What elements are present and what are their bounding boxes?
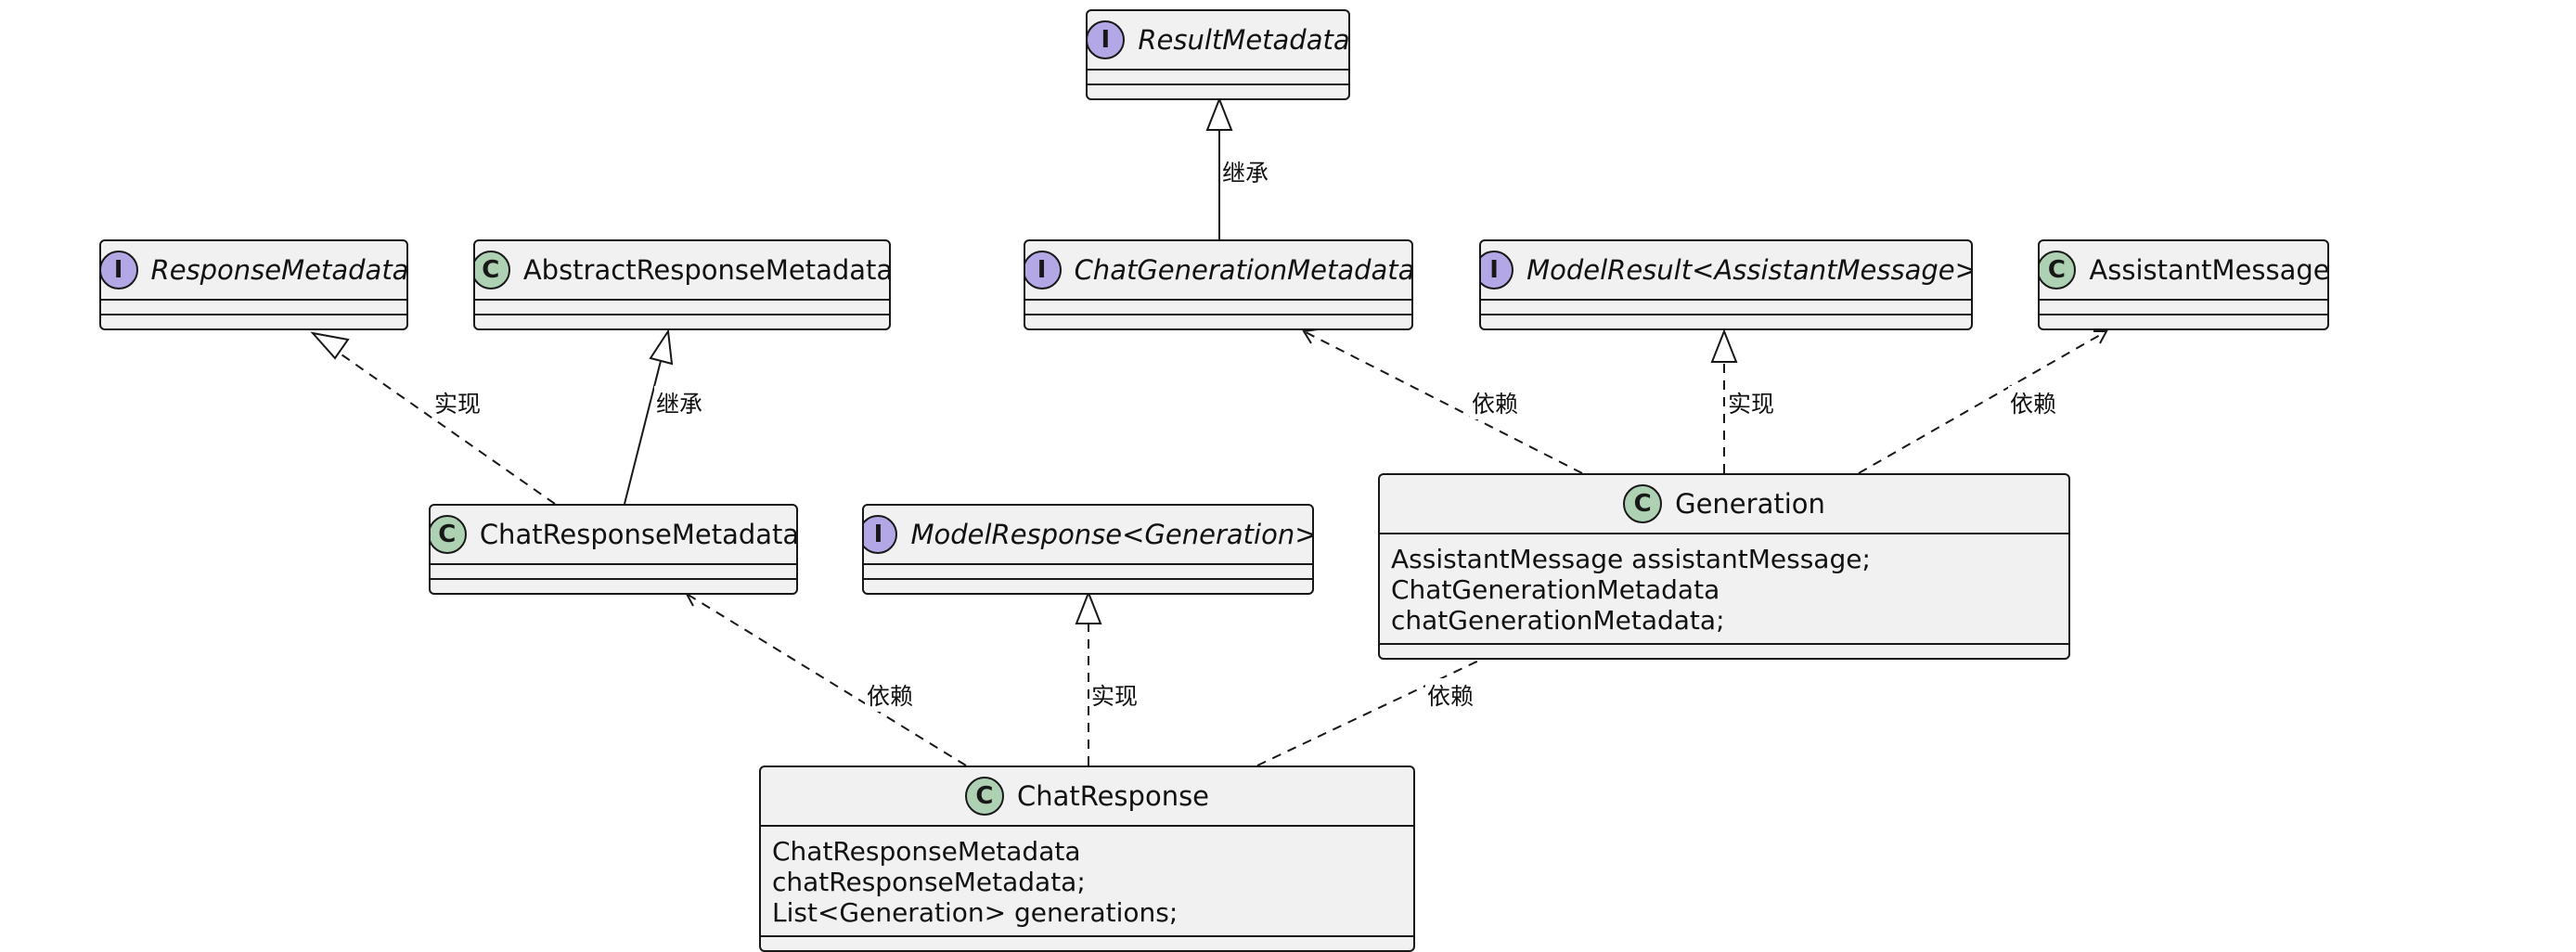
edge-label-inherit: 继承	[1220, 155, 1271, 188]
edge-label-depend: 依赖	[1425, 678, 1476, 712]
class-attribute: AssistantMessage assistantMessage;	[1391, 544, 1871, 574]
inherit-arrowhead	[1205, 96, 1233, 131]
realize-arrowhead	[1075, 590, 1102, 624]
methods-section	[1380, 643, 2068, 658]
class-name: ChatGenerationMetadata	[1074, 254, 1413, 286]
fields-section	[1481, 299, 1971, 314]
interface-icon: I	[101, 251, 138, 289]
interface-icon: I	[1481, 251, 1514, 289]
class-header: I ChatGenerationMetadata	[1025, 241, 1411, 299]
fields-section	[1088, 69, 1348, 84]
fields-section	[864, 563, 1312, 578]
class-header: C ChatResponse	[761, 767, 1413, 825]
class-icon: C	[1623, 484, 1663, 523]
class-icon: C	[475, 251, 510, 289]
methods-section	[864, 578, 1312, 593]
class-name: ChatResponseMetadata	[479, 519, 798, 550]
class-name: Generation	[1675, 488, 1825, 520]
class-header: C Generation	[1380, 475, 2068, 533]
fields-section: ChatResponseMetadata chatResponseMetadat…	[761, 825, 1413, 935]
class-box-result-metadata[interactable]: I ResultMetadata	[1086, 9, 1350, 100]
class-name: ModelResult<AssistantMessage>	[1526, 254, 1973, 286]
edge-generation-assistantmessage	[1858, 330, 2107, 474]
edge-chatrespmeta-respmeta	[338, 352, 556, 505]
edge-chatresponse-generation	[1256, 622, 1560, 766]
class-box-chat-response-metadata[interactable]: C ChatResponseMetadata	[429, 504, 798, 595]
depend-arrowhead	[2093, 330, 2108, 344]
edge-generation-chatgenmeta	[1303, 330, 1583, 474]
class-box-assistant-message[interactable]: C AssistantMessage	[2038, 239, 2329, 330]
methods-section	[431, 578, 796, 593]
edge-label-inherit: 继承	[654, 386, 705, 419]
class-name: AssistantMessage	[2089, 254, 2329, 286]
fields-section	[1025, 299, 1411, 314]
class-header: C AbstractResponseMetadata	[475, 241, 889, 299]
class-icon: C	[431, 515, 467, 554]
edge-label-depend: 依赖	[2008, 386, 2059, 419]
class-header: C AssistantMessage	[2040, 241, 2327, 299]
class-box-generation[interactable]: C Generation AssistantMessage assistantM…	[1378, 473, 2070, 660]
fields-section	[475, 299, 889, 314]
class-icon: C	[964, 777, 1004, 816]
fields-section	[431, 563, 796, 578]
class-box-response-metadata[interactable]: I ResponseMetadata	[99, 239, 408, 330]
fields-section	[2040, 299, 2327, 314]
class-header: C ChatResponseMetadata	[431, 506, 796, 563]
class-name: AbstractResponseMetadata	[522, 254, 891, 286]
class-name: ModelResponse<Generation>	[910, 519, 1314, 550]
class-header: I ModelResult<AssistantMessage>	[1481, 241, 1971, 299]
methods-section	[761, 935, 1413, 950]
depend-arrowhead	[1302, 328, 1319, 344]
edge-chatresponse-chatrespmeta	[686, 593, 967, 766]
fields-section: AssistantMessage assistantMessage; ChatG…	[1380, 533, 2068, 643]
class-box-abstract-response-metadata[interactable]: C AbstractResponseMetadata	[473, 239, 891, 330]
interface-icon: I	[1025, 251, 1062, 289]
class-box-chat-response[interactable]: C ChatResponse ChatResponseMetadata chat…	[759, 765, 1415, 952]
class-header: I ResultMetadata	[1088, 11, 1348, 69]
methods-section	[1088, 84, 1348, 98]
methods-section	[1025, 314, 1411, 328]
methods-section	[101, 314, 406, 328]
class-header: I ModelResponse<Generation>	[864, 506, 1312, 563]
class-box-chat-generation-metadata[interactable]: I ChatGenerationMetadata	[1024, 239, 1413, 330]
class-attribute: ChatResponseMetadata chatResponseMetadat…	[772, 836, 1086, 897]
fields-section	[101, 299, 406, 314]
class-box-model-result[interactable]: I ModelResult<AssistantMessage>	[1479, 239, 1973, 330]
class-name: ChatResponse	[1016, 780, 1210, 812]
edge-label-realize: 实现	[1726, 386, 1777, 419]
interface-icon: I	[1088, 20, 1126, 59]
methods-section	[1481, 314, 1971, 328]
methods-section	[475, 314, 889, 328]
edge-label-realize: 实现	[1089, 678, 1140, 712]
inherit-arrowhead	[649, 328, 674, 366]
realize-arrowhead	[1710, 328, 1738, 363]
edge-label-depend: 依赖	[865, 678, 916, 712]
realize-arrowhead	[310, 331, 350, 360]
class-name: ResponseMetadata	[150, 254, 408, 286]
class-box-model-response[interactable]: I ModelResponse<Generation>	[862, 504, 1314, 595]
class-header: I ResponseMetadata	[101, 241, 406, 299]
interface-icon: I	[864, 515, 898, 554]
class-name: ResultMetadata	[1138, 24, 1350, 56]
methods-section	[2040, 314, 2327, 328]
class-attribute: ChatGenerationMetadata chatGenerationMet…	[1391, 574, 1725, 636]
edge-label-realize: 实现	[432, 386, 483, 419]
class-attribute: List<Generation> generations;	[772, 897, 1179, 928]
edge-label-depend: 依赖	[1470, 386, 1521, 419]
class-icon: C	[2040, 251, 2077, 289]
edge-chatrespmeta-abstract	[624, 360, 662, 505]
